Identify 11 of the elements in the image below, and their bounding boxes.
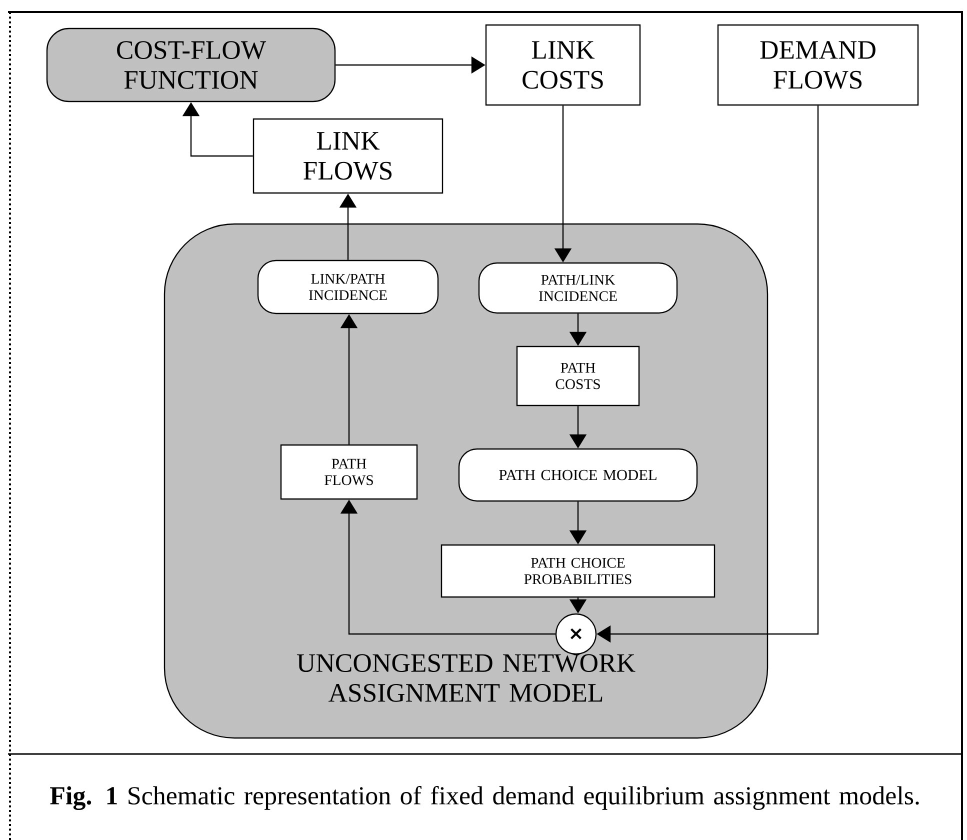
process-box: PATH FLOWS xyxy=(280,444,418,500)
process-box: LINK COSTS xyxy=(485,24,641,106)
process-box: DEMAND FLOWS xyxy=(717,24,919,106)
rounded-box: LINK/PATH INCIDENCE xyxy=(257,260,439,314)
process-box: LINK FLOWS xyxy=(252,118,444,194)
rounded-box: PATH CHOICE MODEL xyxy=(458,448,698,502)
process-box: PATH CHOICE PROBABILITIES xyxy=(440,544,716,598)
caption: Fig. 1 Schematic representation of fixed demand equilibrium assignment models. xyxy=(50,786,919,810)
function-box: COST-FLOW FUNCTION xyxy=(46,28,336,102)
rounded-box: PATH/LINK INCIDENCE xyxy=(478,262,678,314)
process-box: PATH COSTS xyxy=(516,346,640,406)
